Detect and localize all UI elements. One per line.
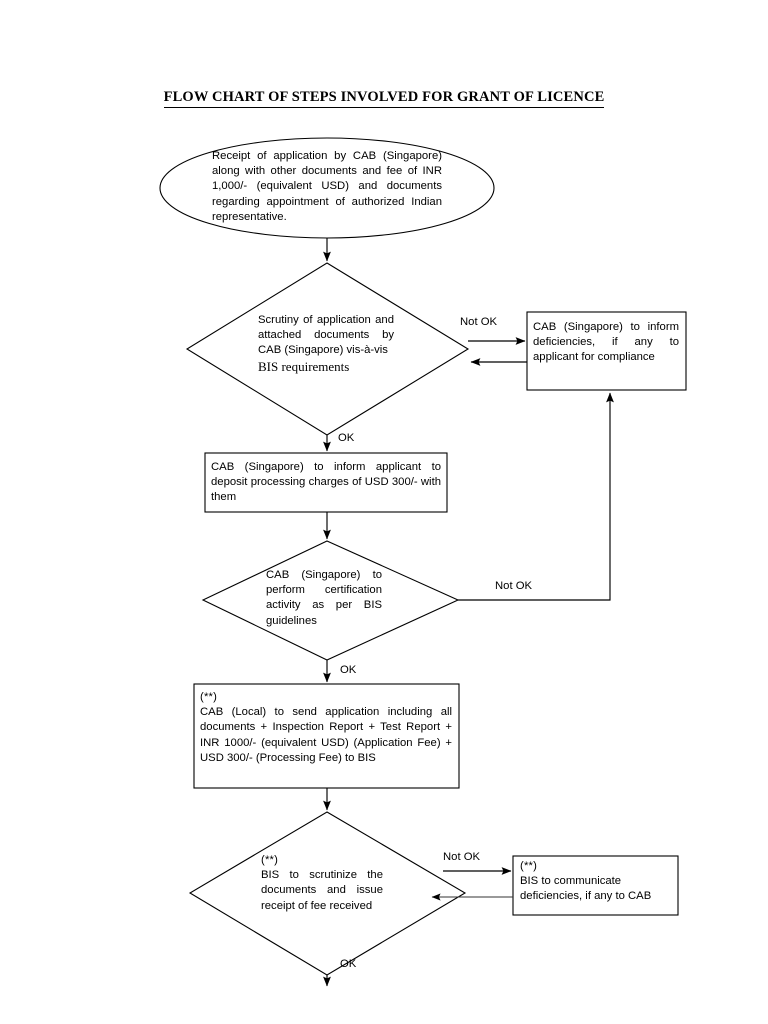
deficiency-box-1-text: CAB (Singapore) to inform deficiencies, … <box>533 321 679 364</box>
decision-1-text-main: Scrutiny of application and attached doc… <box>258 314 394 357</box>
deficiency-box-2-text-main: BIS to communicate deficiencies, if any … <box>520 875 652 903</box>
edge-label-ok-3: OK <box>340 958 357 970</box>
edge-label-ok-1: OK <box>338 432 355 444</box>
process-1-text: CAB (Singapore) to inform applicant to d… <box>211 461 441 504</box>
process-2-text: (**) CAB (Local) to send application inc… <box>200 690 452 766</box>
deficiency-box-2-marker: (**) <box>520 860 538 872</box>
deficiency-box-2-shape <box>512 855 679 916</box>
edge-label-not-ok-3: Not OK <box>443 851 481 863</box>
start-oval-text: Receipt of application by CAB (Singapore… <box>212 150 442 223</box>
decision-2-text: CAB (Singapore) to perform certification… <box>266 569 382 627</box>
process-1-shape <box>204 452 448 513</box>
decision-1-text-emphasis: BIS requirements <box>258 358 350 374</box>
page-title-text: FLOW CHART OF STEPS INVOLVED FOR GRANT O… <box>163 89 605 108</box>
edge-label-not-ok-1: Not OK <box>460 316 498 328</box>
decision-3-marker: (**) <box>261 854 279 866</box>
decision-3-text-main: BIS to scrutinize the documents and issu… <box>261 869 383 912</box>
deficiency-box-1-shape <box>526 311 687 391</box>
connector-decision2-notok-to-box1 <box>458 392 614 601</box>
edge-label-not-ok-2: Not OK <box>495 580 533 592</box>
decision-1-text: Scrutiny of application and attached doc… <box>258 313 394 374</box>
page-title: FLOW CHART OF STEPS INVOLVED FOR GRANT O… <box>0 89 768 108</box>
deficiency-box-2-text: (**) BIS to communicate deficiencies, if… <box>520 859 672 905</box>
edge-label-ok-2: OK <box>340 664 357 676</box>
process-2-text-main: CAB (Local) to send application includin… <box>200 706 452 764</box>
process-2-marker: (**) <box>200 691 218 703</box>
decision-3-text: (**) BIS to scrutinize the documents and… <box>261 853 383 914</box>
